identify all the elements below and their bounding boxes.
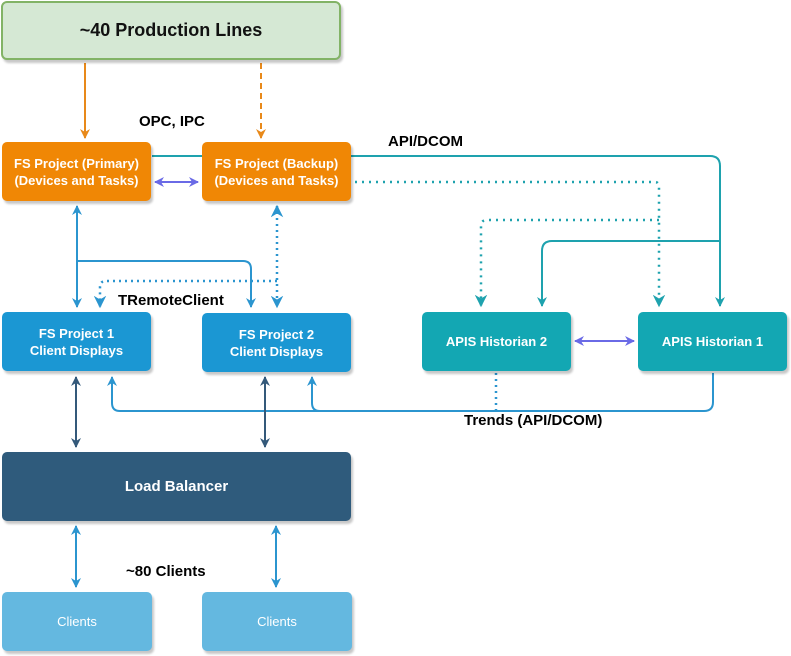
production-lines-node[interactable]: ~40 Production Lines [1,1,341,60]
fs-project-primary-node[interactable]: FS Project (Primary) (Devices and Tasks) [2,142,151,201]
tremoteclient-label: TRemoteClient [118,292,224,309]
edge-primary-client2 [77,260,256,308]
apis-historian-2-node[interactable]: APIS Historian 2 [422,312,571,371]
fs-project-backup-node[interactable]: FS Project (Backup) (Devices and Tasks) [202,142,351,201]
edge-historian1-trends-client1 [107,373,714,412]
load-balancer-node[interactable]: Load Balancer [2,452,351,521]
trends-label: Trends (API/DCOM) [464,412,603,429]
apis-historian-1-node[interactable]: APIS Historian 1 [638,312,787,371]
api-dcom-label: API/DCOM [388,133,463,150]
client-displays-2-node[interactable]: FS Project 2 Client Displays [202,313,351,372]
clients-node-a[interactable]: Clients [2,592,152,651]
edge-backup-client1 [93,279,277,309]
edge-backup-to-historian2 [474,218,659,308]
edge-trends-client2 [307,376,321,412]
edge-backup-to-historian1 [355,180,666,308]
opc-ipc-label: OPC, IPC [139,113,205,130]
clients-node-b[interactable]: Clients [202,592,352,651]
client-displays-1-node[interactable]: FS Project 1 Client Displays [2,312,151,371]
clients-count-label: ~80 Clients [126,563,206,580]
edge-primary-to-historian1 [152,155,725,307]
edge-primary-to-historian2 [537,240,720,307]
